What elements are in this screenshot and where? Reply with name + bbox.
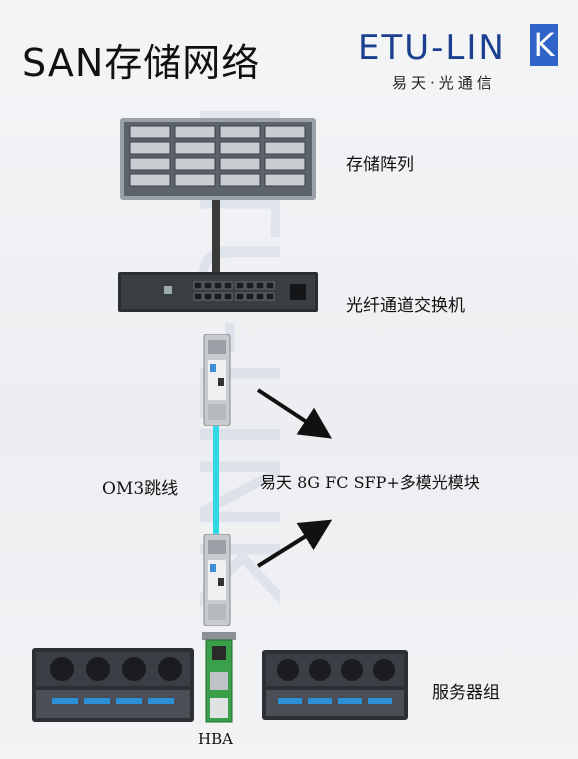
hba-card-icon (202, 632, 236, 723)
server-left-icon (32, 648, 194, 722)
brand-logo: ETU-LIN K 易天·光通信 (352, 22, 562, 92)
server-right-icon (262, 650, 408, 720)
logo-subtitle: 易天·光通信 (392, 74, 496, 92)
logo-brand-text: ETU-LIN (358, 28, 506, 68)
sfp-module-top-icon (203, 334, 231, 426)
logo-brand-k: K (530, 24, 558, 66)
sfp-module-bottom-icon (203, 534, 231, 626)
arrow-to-top-module (256, 388, 333, 439)
fc-switch-icon (118, 272, 318, 312)
label-storage: 存储阵列 (346, 155, 414, 175)
arrow-to-bottom-module (256, 519, 333, 568)
label-module: 易天 8G FC SFP+多模光模块 (260, 473, 480, 492)
label-cable: OM3跳线 (102, 479, 179, 499)
label-switch: 光纤通道交换机 (346, 296, 465, 316)
label-servers: 服务器组 (432, 683, 500, 703)
label-hba: HBA (198, 730, 233, 748)
page-title: SAN存储网络 (22, 41, 261, 85)
storage-switch-link (212, 200, 220, 272)
storage-array-icon (120, 118, 316, 200)
om3-cable (213, 426, 219, 536)
